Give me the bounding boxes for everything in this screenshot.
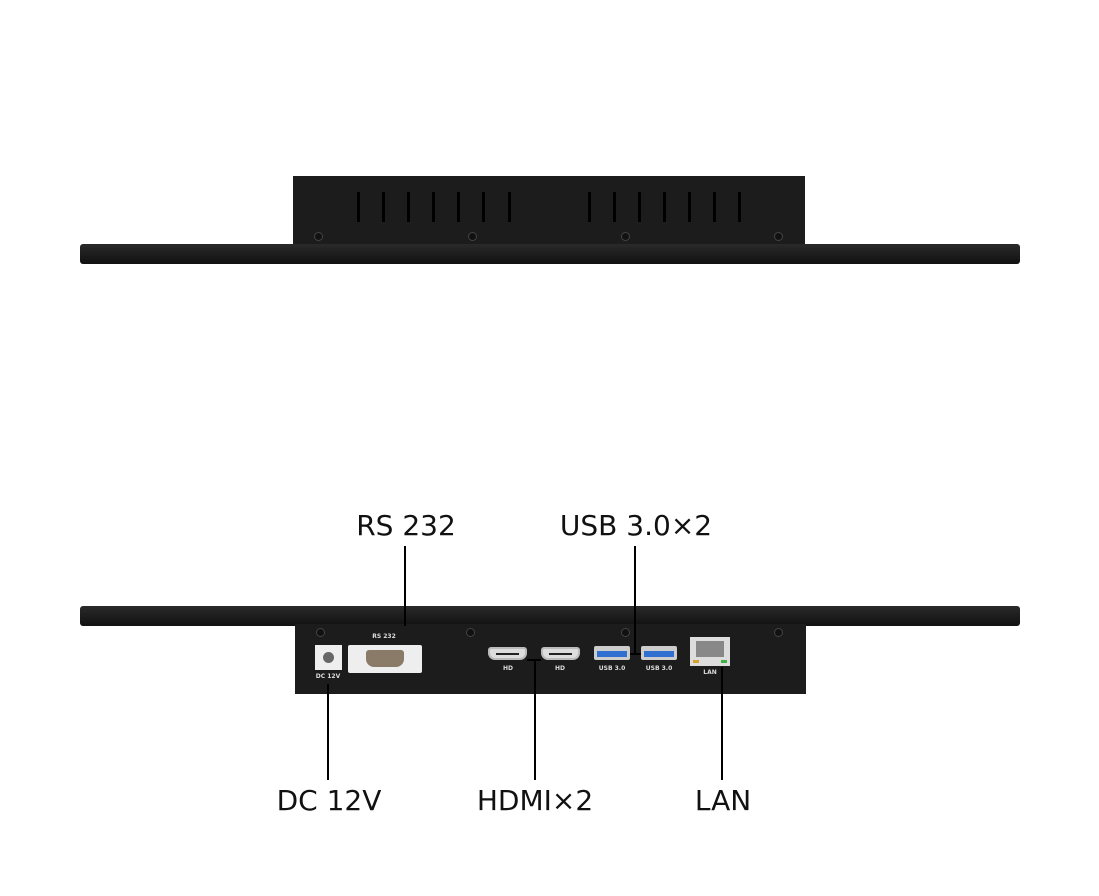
usb-port xyxy=(641,646,677,660)
bottom-view-panel xyxy=(80,606,1020,626)
usb-port xyxy=(594,646,630,660)
vent-slot xyxy=(613,192,616,222)
screw xyxy=(774,232,783,241)
screw xyxy=(316,628,325,637)
vent-slot xyxy=(688,192,691,222)
usb-port-label: USB 3.0 xyxy=(598,665,626,672)
usb-leader-line xyxy=(634,546,636,654)
rs232-leader-line xyxy=(404,546,406,626)
lan-port-label: LAN xyxy=(703,669,717,676)
hdmi-leader-bar xyxy=(527,659,541,661)
vent-slot xyxy=(663,192,666,222)
screw xyxy=(621,628,630,637)
hdmi-port xyxy=(488,647,527,660)
lan-callout: LAN xyxy=(694,784,752,817)
rs232-connector xyxy=(348,645,422,673)
screw xyxy=(621,232,630,241)
vent-slot xyxy=(482,192,485,222)
lan-port xyxy=(690,637,730,666)
rs232-callout: RS 232 xyxy=(356,509,456,542)
usb-leader-bar xyxy=(630,653,641,655)
vent-slot xyxy=(588,192,591,222)
vent-slot xyxy=(738,192,741,222)
vent-slot xyxy=(382,192,385,222)
lan-leader-line xyxy=(721,667,723,780)
vent-slot xyxy=(357,192,360,222)
vent-slot xyxy=(508,192,511,222)
screw xyxy=(314,232,323,241)
hdmi-port-label: HD xyxy=(502,665,514,672)
dc-jack xyxy=(315,645,342,670)
vent-slot xyxy=(638,192,641,222)
dc-port-label: DC 12V xyxy=(315,673,341,680)
usb-port-label: USB 3.0 xyxy=(645,665,673,672)
dc-leader-line xyxy=(327,684,329,780)
hdmi-port xyxy=(541,647,580,660)
vent-slot xyxy=(713,192,716,222)
dc-callout: DC 12V xyxy=(276,784,382,817)
vent-slot xyxy=(432,192,435,222)
hdmi-port-label: HD xyxy=(554,665,566,672)
vent-slot xyxy=(407,192,410,222)
top-view-panel xyxy=(80,244,1020,264)
screw xyxy=(466,628,475,637)
top-view-enclosure xyxy=(293,176,805,245)
hdmi-leader-line xyxy=(534,659,536,780)
vent-slot xyxy=(457,192,460,222)
hdmi-callout: HDMI×2 xyxy=(476,784,594,817)
rs232-port-label: RS 232 xyxy=(372,633,396,640)
screw xyxy=(468,232,477,241)
usb-callout: USB 3.0×2 xyxy=(559,509,713,542)
screw xyxy=(774,628,783,637)
